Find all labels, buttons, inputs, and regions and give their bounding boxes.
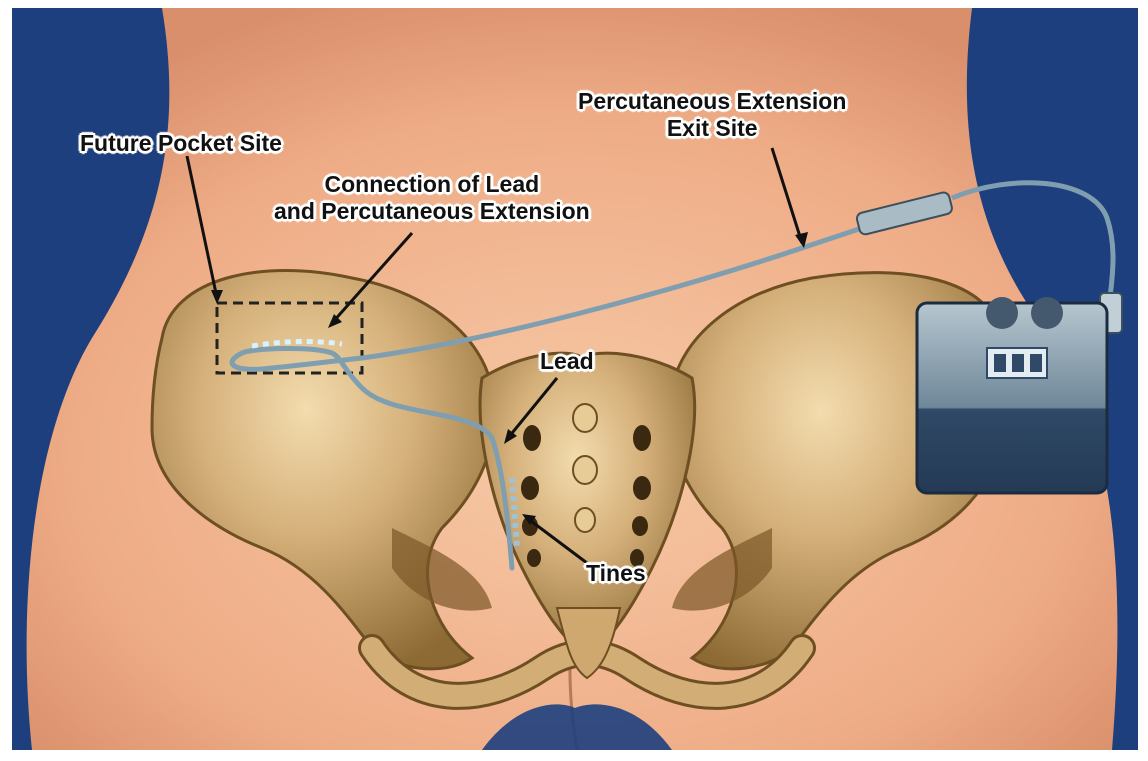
label-extension-exit-site: Percutaneous Extension Exit Site — [578, 88, 846, 142]
pelvis-illustration — [12, 8, 1138, 750]
stimulator-device-icon — [917, 297, 1107, 493]
label-tines: Tines — [586, 560, 646, 587]
label-future-pocket-site: Future Pocket Site — [80, 130, 282, 157]
illustration-frame: Future Pocket Site Connection of Lead an… — [12, 8, 1138, 750]
label-lead: Lead — [540, 348, 594, 375]
label-connection: Connection of Lead and Percutaneous Exte… — [274, 171, 590, 225]
